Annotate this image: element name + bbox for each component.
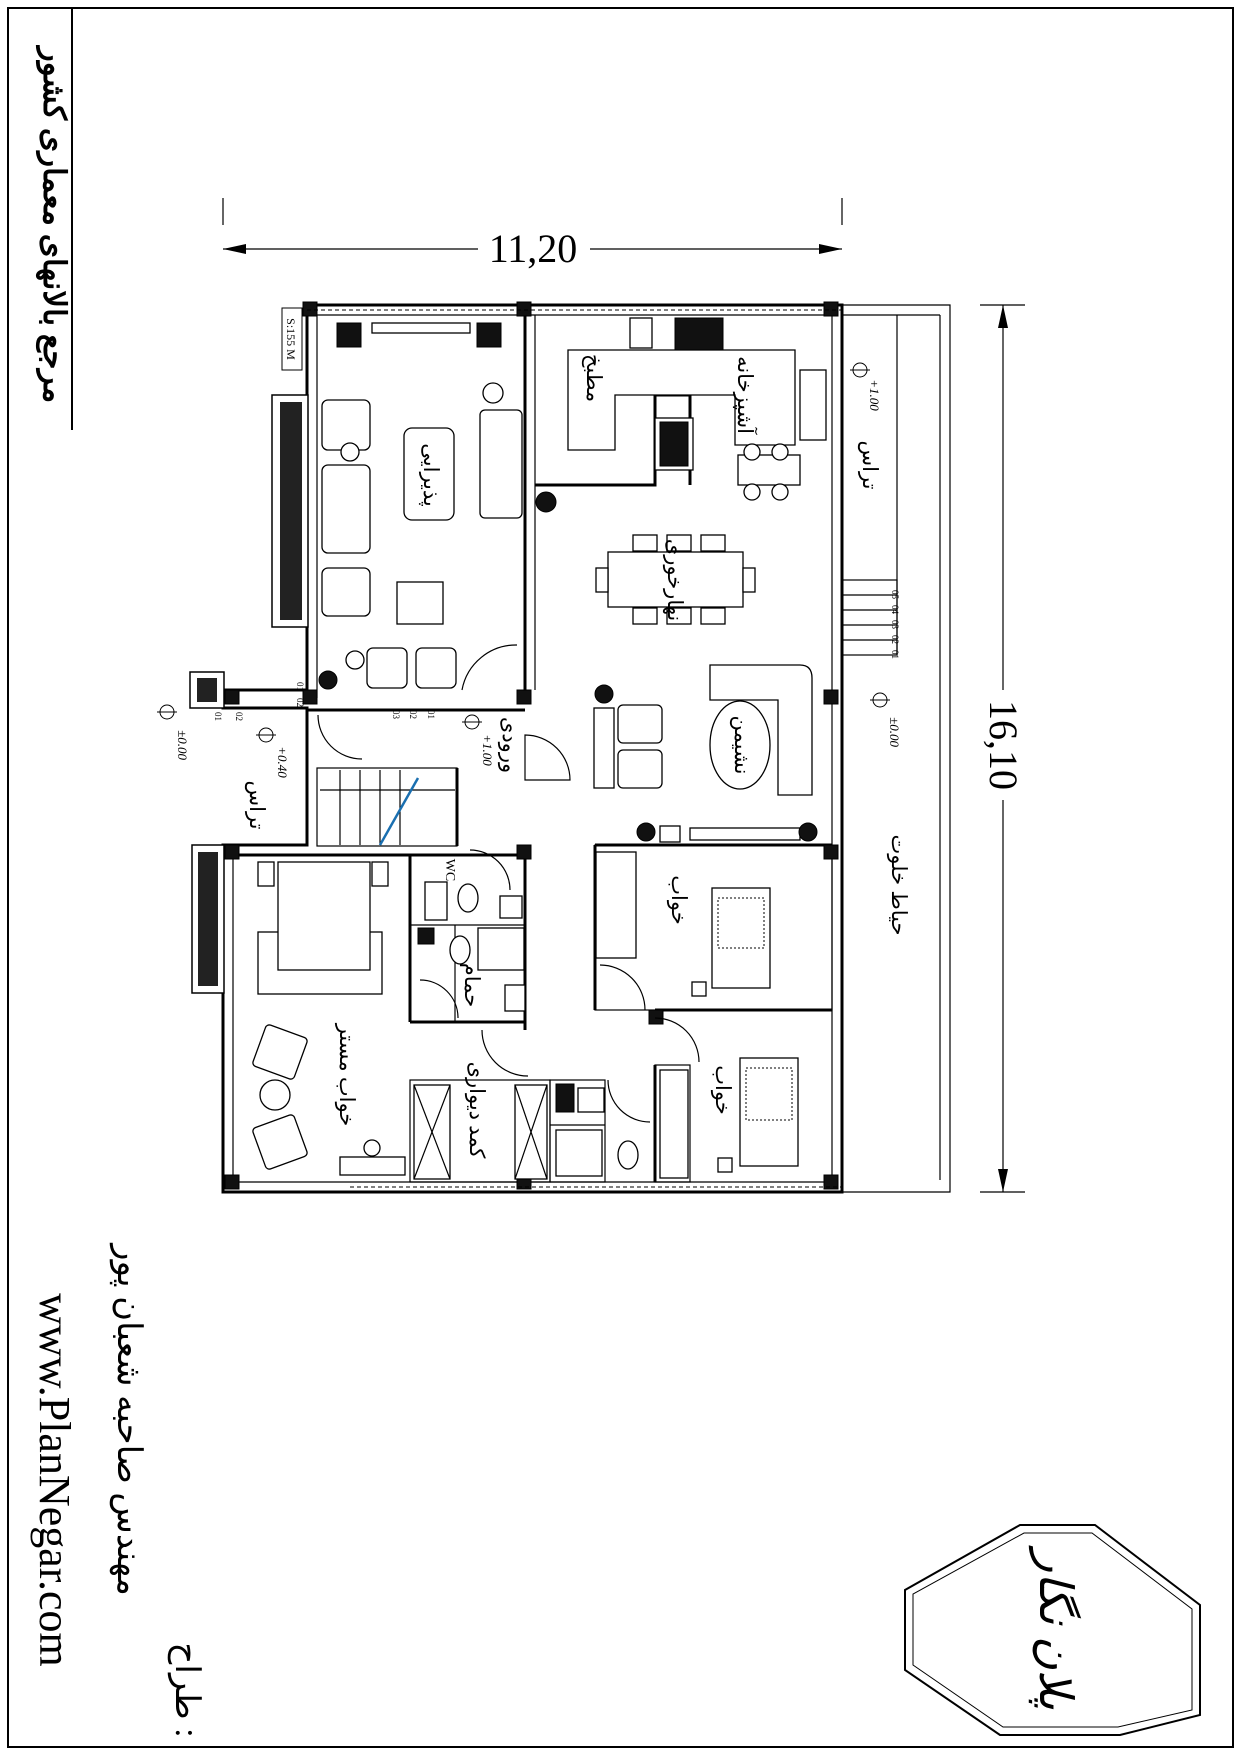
designer-label: طراح : xyxy=(167,1642,205,1737)
room-label-reception: پذیرایی xyxy=(418,443,443,507)
side-title: مرجع بالانهای معماری کشور xyxy=(35,45,72,404)
svg-text:05: 05 xyxy=(890,590,900,600)
room-label-master-bedroom: خواب مستر xyxy=(334,1023,359,1127)
svg-text:01: 01 xyxy=(426,710,436,719)
room-label-bedroom-2: خواب xyxy=(710,1065,735,1114)
svg-text:01: 01 xyxy=(295,682,305,691)
level-west-landing: +0.40 xyxy=(275,746,290,778)
designer-name: مهندس صاحبه شعبان پور xyxy=(109,1242,147,1596)
svg-text:02: 02 xyxy=(890,635,900,644)
svg-text:01: 01 xyxy=(890,650,900,659)
depth-dimension: 16,10 xyxy=(980,304,1026,1193)
svg-text:01: 01 xyxy=(213,712,223,721)
room-label-kitchen: آشپزخانه xyxy=(732,356,759,435)
level-west-entry: ±0.00 xyxy=(175,730,190,760)
depth-dimension-label: 16,10 xyxy=(981,700,1026,790)
website-text: www.PlanNegar.com xyxy=(30,1293,79,1667)
east-stair-step-numbers: 05 04 03 02 01 xyxy=(890,590,900,659)
room-label-dressing: کمد دیواری xyxy=(464,1062,489,1159)
svg-text:03: 03 xyxy=(890,620,900,630)
room-label-entrance: ورودی xyxy=(497,717,522,773)
svg-text:04: 04 xyxy=(890,605,900,615)
level-kitchen-terrace: +1.00 xyxy=(867,379,882,411)
plannegar-logo: پلان نگار xyxy=(904,1524,1201,1736)
area-tag-text: S:155 M xyxy=(284,318,298,360)
east-stair xyxy=(841,579,898,656)
svg-text:02: 02 xyxy=(234,712,244,721)
room-label-bath: حمام xyxy=(459,963,484,1008)
dressing-closet xyxy=(413,1084,548,1180)
main-stair xyxy=(320,770,455,846)
dining-table xyxy=(595,534,756,625)
svg-text:03: 03 xyxy=(391,710,401,720)
reception-furniture xyxy=(318,322,523,690)
master-bedroom-furniture xyxy=(252,861,406,1176)
planters xyxy=(189,394,309,994)
width-dimension: 11,20 xyxy=(222,198,843,271)
svg-text:02: 02 xyxy=(295,698,305,707)
room-label-terrace-east: تراس xyxy=(857,441,882,490)
living-furniture xyxy=(593,664,818,843)
level-markers xyxy=(157,362,890,743)
svg-text:02: 02 xyxy=(408,710,418,719)
area-tag: S:155 M xyxy=(281,307,303,371)
bedroom-furniture xyxy=(595,851,799,1179)
kitchen-furniture xyxy=(535,317,827,513)
sheet-border xyxy=(7,7,1234,1748)
room-label-living: نشیمن xyxy=(729,715,754,774)
room-label-terrace-west: تراس xyxy=(244,781,269,830)
bathroom-fixtures xyxy=(417,881,639,1177)
room-label-wc: WC xyxy=(442,859,457,882)
level-entrance: +1.00 xyxy=(480,734,495,766)
room-label-dining: نهارخوری xyxy=(662,539,687,621)
room-label-back-yard: حیاط خلوت xyxy=(886,835,911,936)
doors xyxy=(317,644,700,1123)
level-yard-front: ±0.00 xyxy=(887,717,902,747)
room-label-bedroom-1: خواب xyxy=(666,875,691,924)
mid-stair-step-numbers: 03 02 01 xyxy=(391,710,436,720)
room-label-pantry: مطبخ xyxy=(581,354,606,402)
logo-text: پلان نگار xyxy=(1028,1545,1082,1710)
west-stair-step-numbers: 01 02 01 02 xyxy=(213,682,305,721)
width-dimension-label: 11,20 xyxy=(489,226,578,271)
